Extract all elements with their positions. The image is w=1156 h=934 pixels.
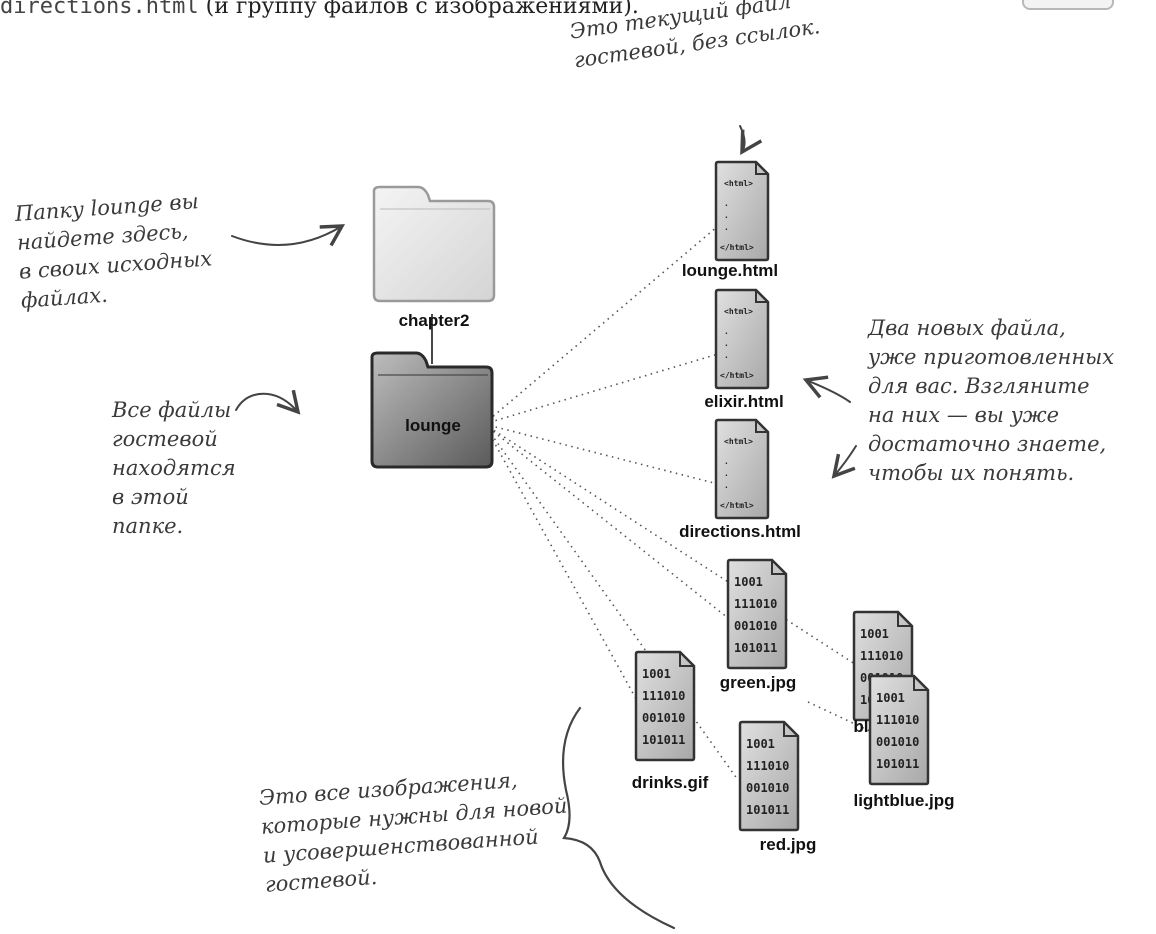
lounge-html-label: lounge.html xyxy=(682,261,778,280)
svg-text:1001: 1001 xyxy=(746,737,775,751)
lounge-folder-icon xyxy=(370,351,494,469)
annotation-folder-contents: Все файлы гостевой находятся в этой папк… xyxy=(112,398,236,538)
drinks-gif-file-icon: 1001 111010 001010 101011 xyxy=(634,650,696,762)
svg-text:.: . xyxy=(724,211,729,220)
connector-green-jpg xyxy=(483,423,729,619)
svg-text:001010: 001010 xyxy=(642,711,685,725)
svg-text:.: . xyxy=(724,339,729,348)
elixir-html-label: elixir.html xyxy=(704,392,783,411)
svg-text:1001: 1001 xyxy=(734,575,763,589)
directions-html-file-icon: <html> ... </html> xyxy=(714,418,770,520)
arrow-to-elixir-html xyxy=(802,375,851,403)
elixir-html-file-icon: <html> ... </html> xyxy=(714,288,770,390)
red-jpg-label: red.jpg xyxy=(760,835,817,854)
svg-text:111010: 111010 xyxy=(642,689,685,703)
svg-text:<html>: <html> xyxy=(724,307,753,316)
header-text: (и группу файлов с изображениями). xyxy=(198,0,639,19)
svg-text:.: . xyxy=(724,457,729,466)
connector-drinks-gif xyxy=(483,423,641,707)
doc-open-tag: <html> xyxy=(724,179,753,188)
svg-text:<html>: <html> xyxy=(724,437,753,446)
directions-html-label: directions.html xyxy=(679,522,801,541)
svg-text:001010: 001010 xyxy=(746,781,789,795)
connector-directions-html xyxy=(483,423,719,485)
svg-text:001010: 001010 xyxy=(876,735,919,749)
svg-text:</html>: </html> xyxy=(720,371,754,380)
drinks-gif-label: drinks.gif xyxy=(632,773,709,792)
header-code: directions.html xyxy=(0,0,199,19)
svg-text:111010: 111010 xyxy=(876,713,919,727)
arrow-to-lounge-folder xyxy=(235,389,301,415)
svg-text:</html>: </html> xyxy=(720,501,754,510)
connector-red-jpg xyxy=(483,423,739,781)
svg-text:111010: 111010 xyxy=(746,759,789,773)
svg-text:101011: 101011 xyxy=(876,757,919,771)
chapter2-folder-label: chapter2 xyxy=(399,311,470,330)
corner-note-box xyxy=(1022,0,1114,10)
svg-text:.: . xyxy=(724,481,729,490)
svg-text:.: . xyxy=(724,223,729,232)
connector-blue-jpg xyxy=(483,423,859,667)
lounge-folder-label: lounge xyxy=(405,416,461,435)
svg-text:111010: 111010 xyxy=(860,649,903,663)
svg-text:1001: 1001 xyxy=(876,691,905,705)
green-jpg-label: green.jpg xyxy=(720,673,797,692)
connector-lounge-html xyxy=(483,225,719,425)
red-jpg-file-icon: 1001 111010 001010 101011 xyxy=(738,720,800,832)
svg-text:101011: 101011 xyxy=(734,641,777,655)
lightblue-jpg-file-icon: 1001 111010 001010 101011 xyxy=(868,674,930,786)
annotation-new-files: Два новых файла, уже приготовленных для … xyxy=(868,316,1115,485)
svg-text:001010: 001010 xyxy=(734,619,777,633)
connector-elixir-html xyxy=(483,353,719,425)
lightblue-jpg-label: lightblue.jpg xyxy=(853,791,954,810)
connector-lines xyxy=(483,225,873,781)
svg-text:.: . xyxy=(724,327,729,336)
svg-text:.: . xyxy=(724,469,729,478)
annotation-images: Это все изображения, которые нужны для н… xyxy=(258,767,569,897)
arrow-to-directions-html xyxy=(831,445,857,479)
brace-images xyxy=(561,706,676,930)
svg-text:.: . xyxy=(724,199,729,208)
annotation-folder-location: Папку lounge вы найдете здесь, в своих и… xyxy=(14,189,213,313)
chapter2-folder-icon xyxy=(372,185,496,303)
svg-text:.: . xyxy=(724,351,729,360)
arrow-to-chapter2-folder xyxy=(231,224,346,247)
svg-text:111010: 111010 xyxy=(734,597,777,611)
green-jpg-file-icon: 1001 111010 001010 101011 xyxy=(726,558,788,670)
svg-text:101011: 101011 xyxy=(746,803,789,817)
doc-close-tag: </html> xyxy=(720,243,754,252)
lounge-html-file-icon: <html> ... </html> xyxy=(714,160,770,262)
svg-text:1001: 1001 xyxy=(642,667,671,681)
svg-text:1001: 1001 xyxy=(860,627,889,641)
header-line: directions.html (и группу файлов с изобр… xyxy=(0,0,639,19)
svg-text:101011: 101011 xyxy=(642,733,685,747)
arrow-top-to-lounge-html xyxy=(739,125,763,156)
